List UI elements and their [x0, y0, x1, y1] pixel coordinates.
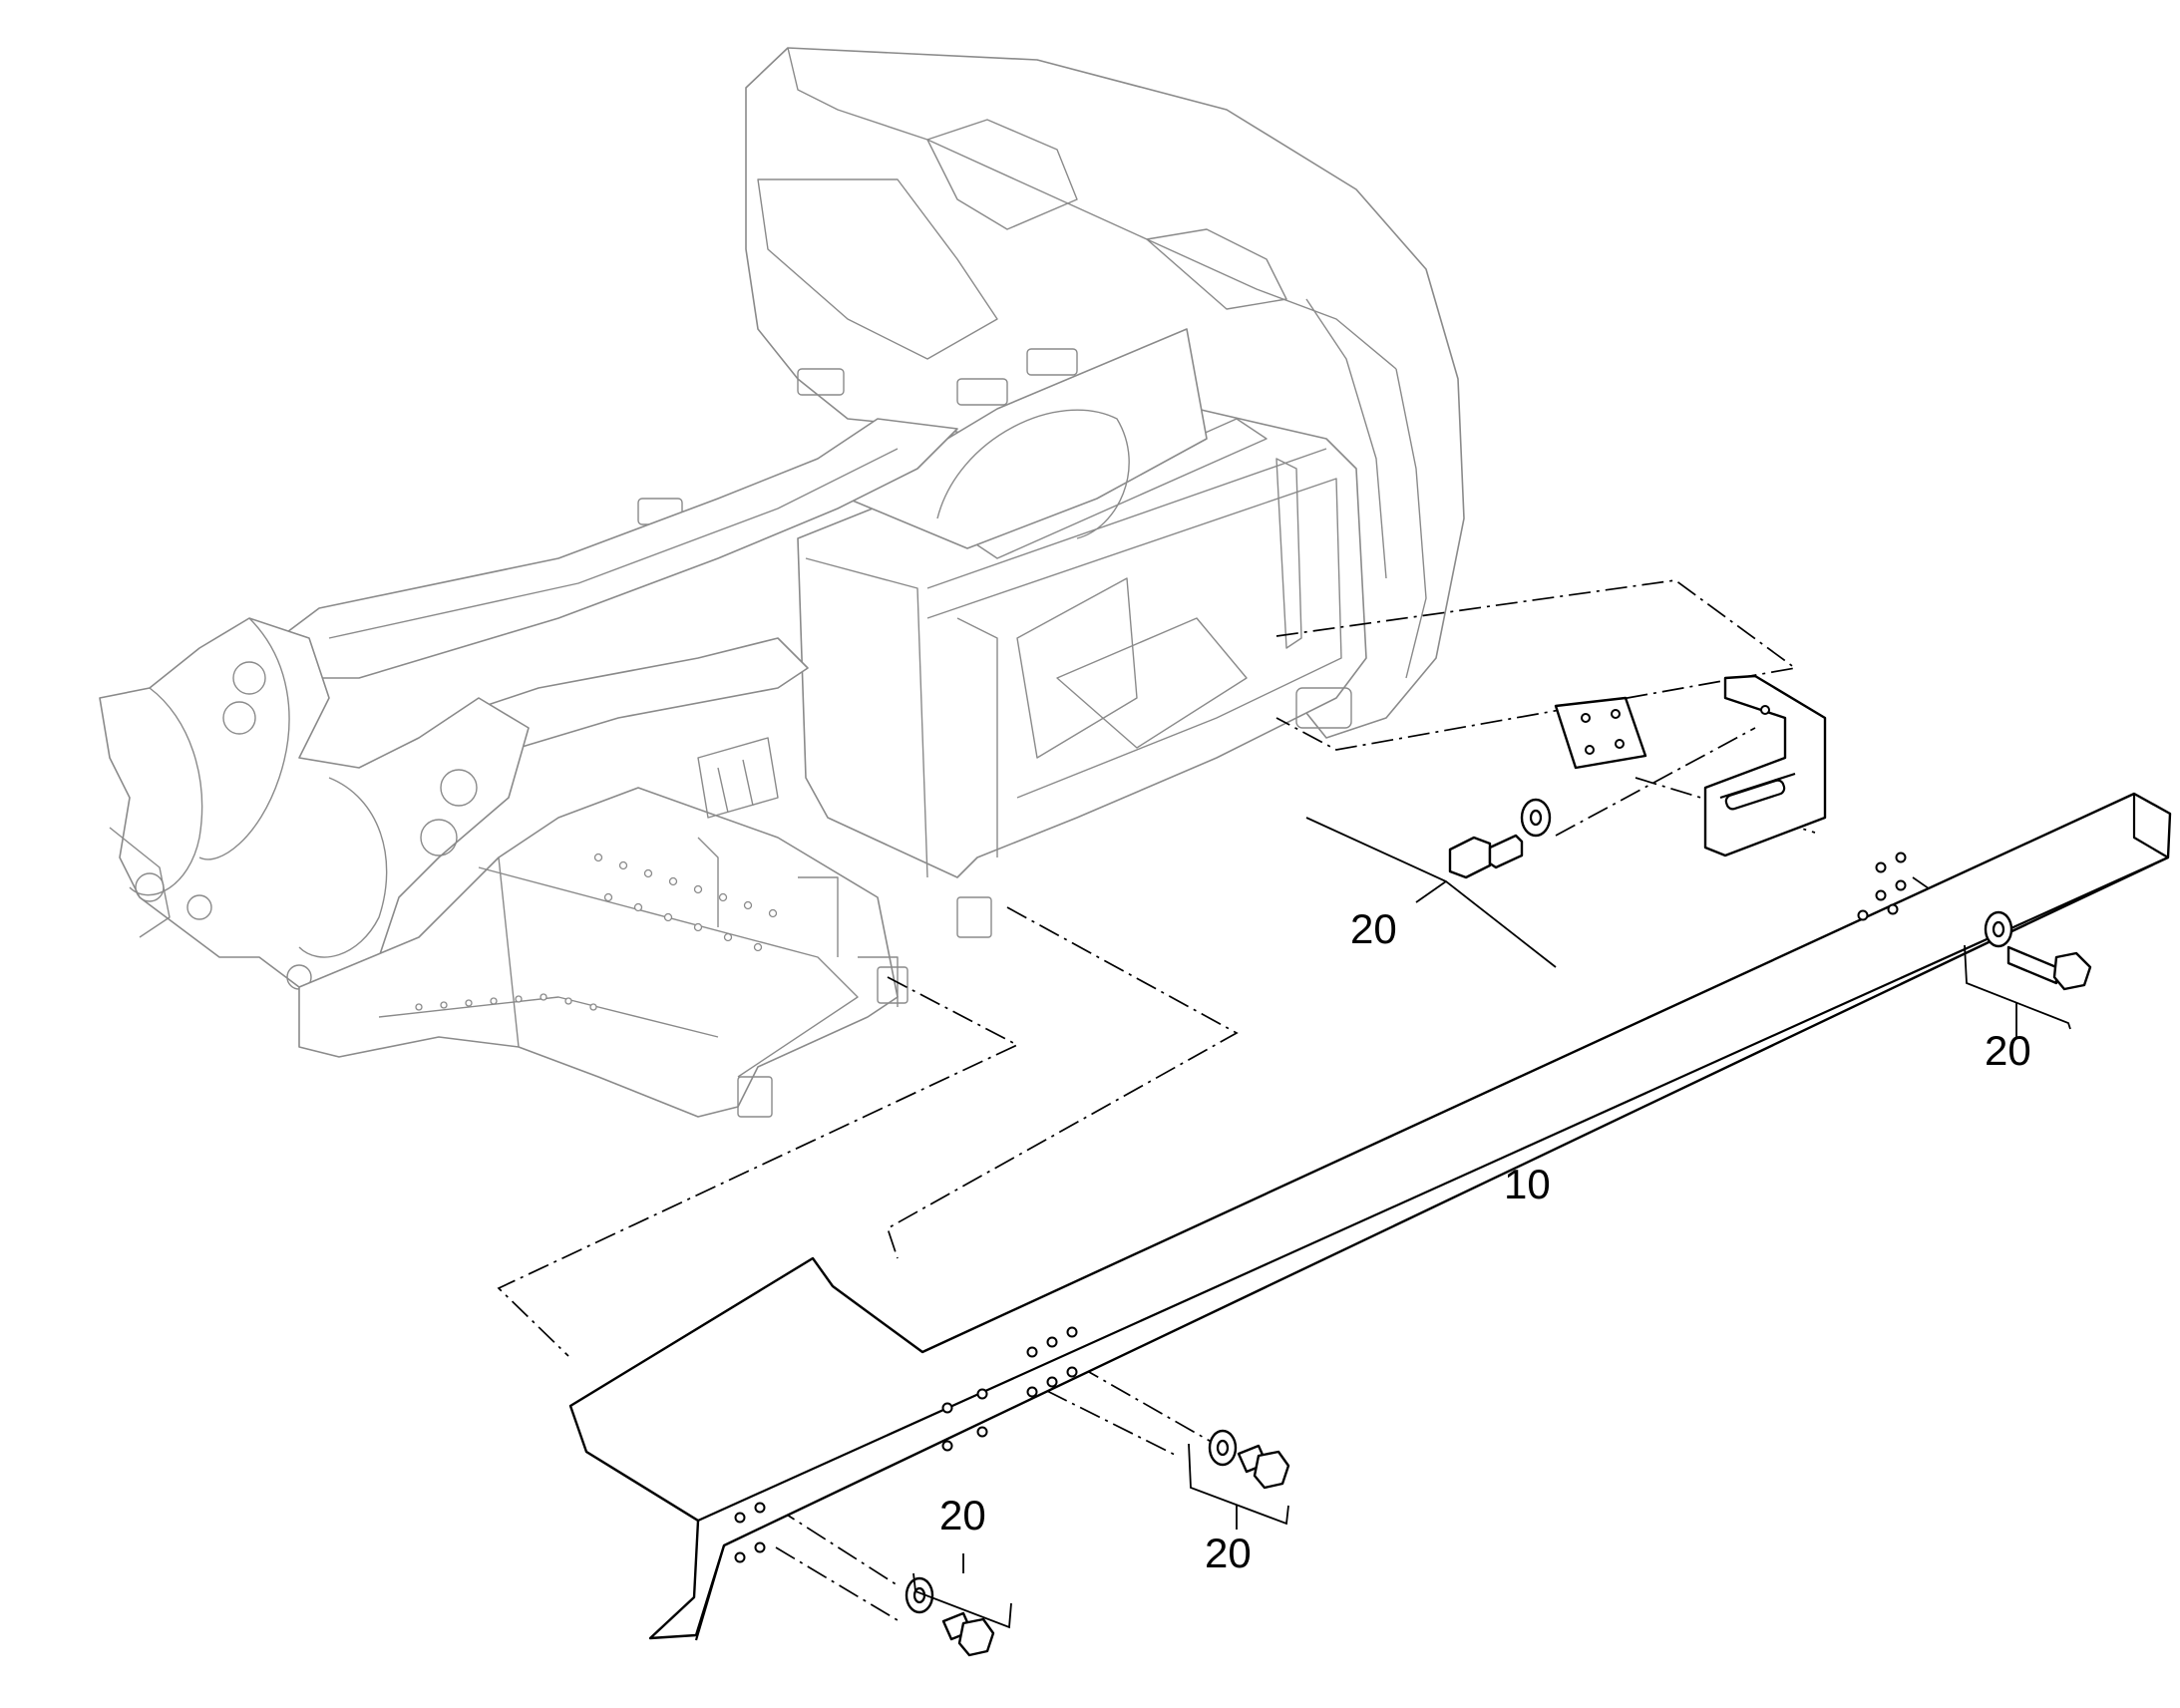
floor-hole-pattern — [415, 853, 778, 1011]
middle-bolt-set — [1208, 1429, 1290, 1490]
bracket-middle-20 — [1188, 1443, 1289, 1526]
beam-bolt-holes — [734, 852, 1907, 1563]
assembly-line-washer-bracket — [1555, 727, 1756, 837]
mounting-bracket — [1703, 674, 1827, 857]
bolt-middle — [1237, 1444, 1290, 1490]
right-end-bolt-set — [1984, 910, 2092, 991]
callout-bolt-left-end: 20 — [939, 1492, 986, 1538]
callout-bolt-upper-bracket: 20 — [1350, 905, 1397, 952]
left-end-bolt-set — [905, 1576, 995, 1657]
bracket-left-20 — [912, 1572, 1012, 1629]
machine-frame-ghost — [99, 47, 1465, 1118]
bolt-left — [941, 1611, 995, 1657]
bracket-right-20 — [1964, 944, 2071, 1030]
washer-upper — [1520, 798, 1552, 838]
leader-upper-20 — [1415, 880, 1447, 903]
assembly-line-middle — [1046, 1347, 1223, 1449]
bolt-upper — [1448, 834, 1524, 879]
base-frame-floor — [298, 787, 899, 1118]
assembly-line-top-bracket — [1275, 579, 1798, 751]
callout-beam: 10 — [1504, 1161, 1551, 1207]
upper-bolt-set — [1448, 798, 1552, 879]
assembly-line-left-end — [775, 1507, 899, 1586]
washer-middle — [1208, 1429, 1238, 1467]
callout-leaders — [912, 817, 2071, 1629]
washer-right — [1984, 910, 2013, 948]
assembly-line-front-left — [497, 976, 1019, 1357]
fan-shroud — [847, 328, 1208, 549]
callout-bolt-middle: 20 — [1205, 1530, 1252, 1576]
loader-arm-upper — [278, 418, 958, 679]
beam-outline — [568, 792, 2172, 1640]
assembly-line-middle-low — [1046, 1390, 1178, 1457]
mounting-plate — [1554, 696, 1647, 770]
washer-left — [905, 1576, 934, 1614]
callout-bolt-right-end: 20 — [1985, 1027, 2031, 1074]
assembly-line-left-end-low — [775, 1546, 899, 1621]
beam-part-10 — [568, 792, 2172, 1641]
bolt-right — [2006, 945, 2092, 991]
assembly-line-front-rear — [886, 906, 1239, 1259]
callout-labels: 10 20 20 20 20 — [939, 905, 2031, 1576]
